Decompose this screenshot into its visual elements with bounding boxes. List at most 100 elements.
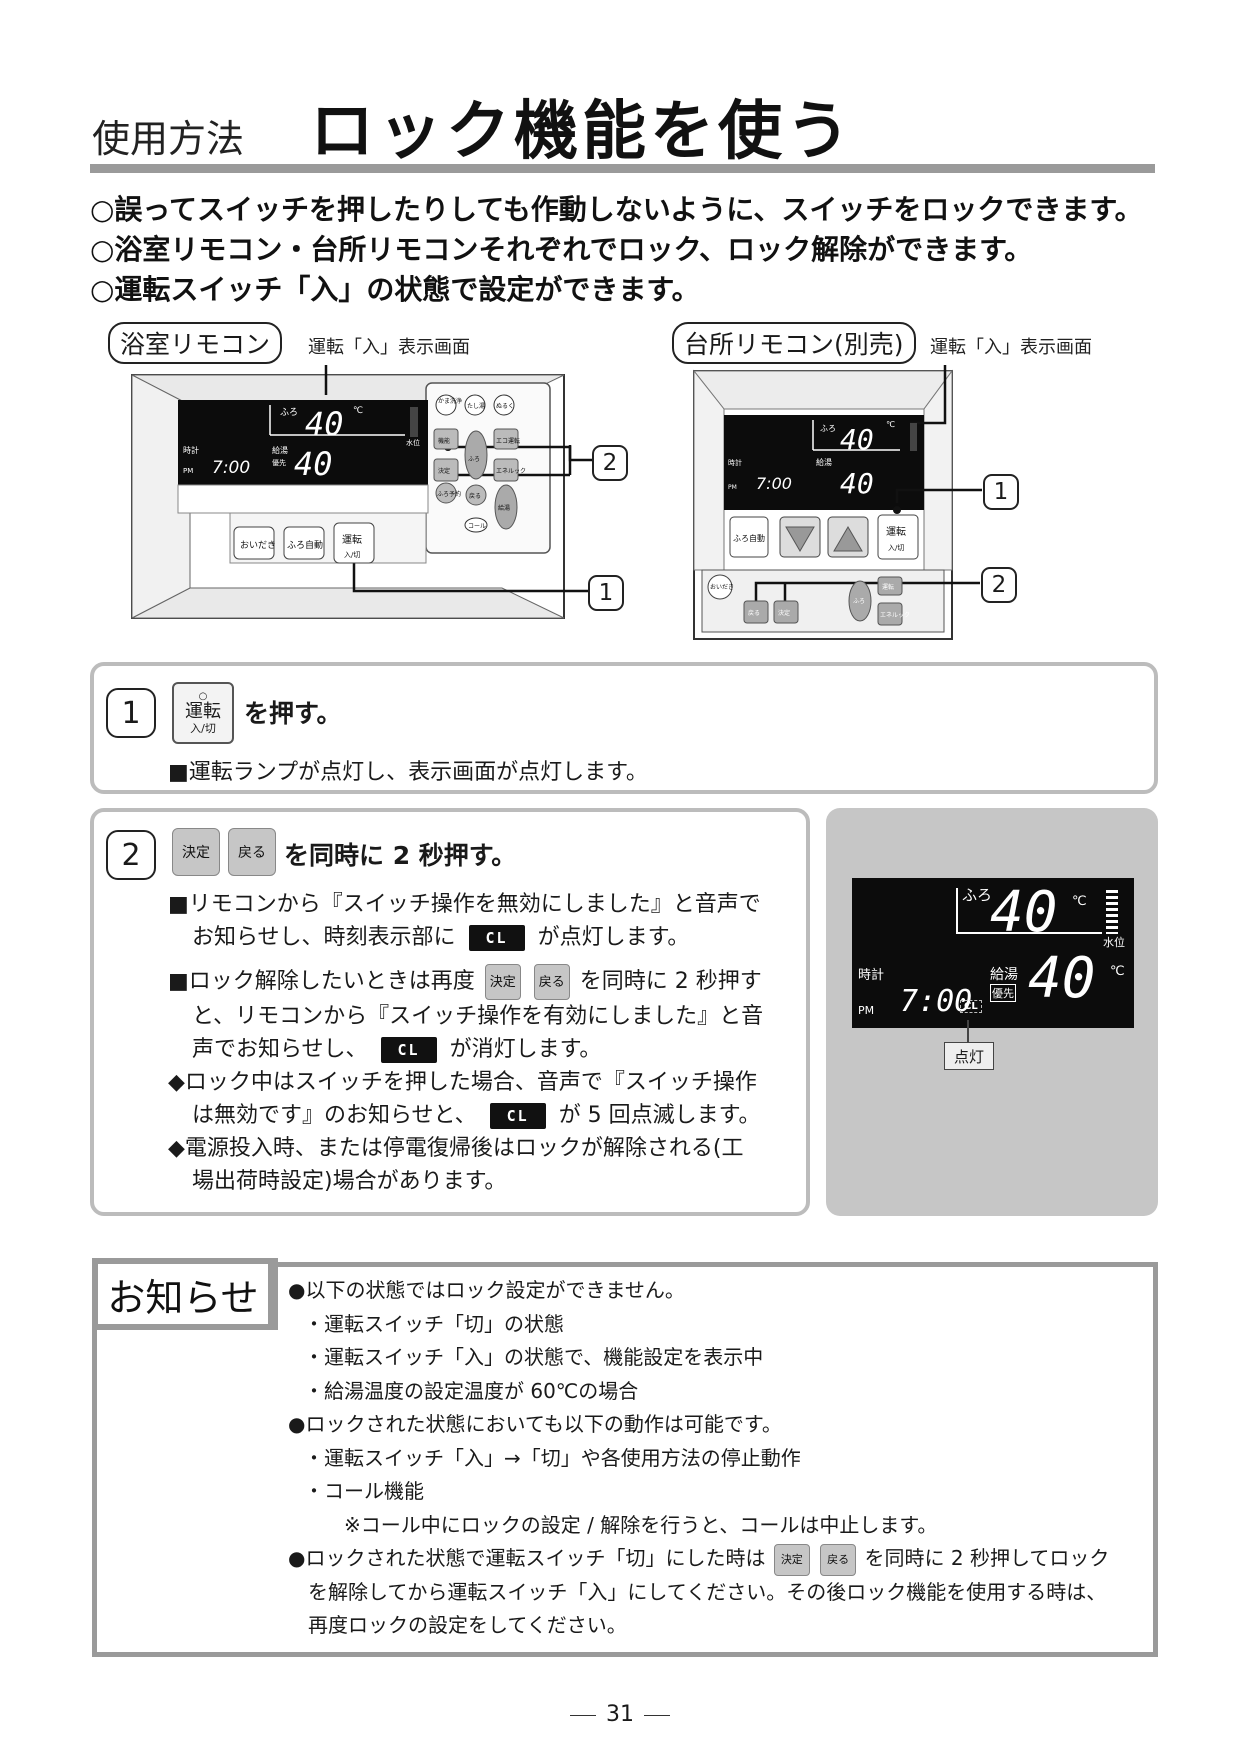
step-2-text: は無効です』のお知らせと、	[192, 1103, 477, 1128]
lcd-temp-sub: 40	[1028, 946, 1096, 1011]
step-2-line: お知らせし、時刻表示部に CL が点灯します。	[168, 921, 808, 954]
bath-lcd-yusen: 優先	[272, 458, 286, 467]
step-2-line: は無効です』のお知らせと、 CL が 5 回点滅します。	[168, 1099, 808, 1132]
kitchen-key-unten-sub: 入/切	[888, 544, 904, 552]
notice-heading: お知らせ	[92, 1258, 278, 1330]
notice-subitem: ・運転スイッチ「入」の状態で、機能設定を表示中	[304, 1345, 764, 1369]
tento-label: 点灯	[944, 1042, 994, 1070]
lcd-unit-sub: ℃	[1110, 964, 1125, 979]
title-rule	[90, 164, 1155, 173]
section-label: 使用方法	[92, 117, 245, 161]
bath-callout-num-1: 1	[588, 575, 624, 611]
intro-bullet: ○誤ってスイッチを押したりしても作動しないように、スイッチをロックできます。	[90, 193, 1143, 226]
bath-lcd-pm: PM	[183, 467, 193, 475]
intro-bullet: ○浴室リモコン・台所リモコンそれぞれでロック、ロック解除ができます。	[90, 233, 1033, 266]
step-2-details: ■リモコンから『スイッチ操作を無効にしました』と音声で お知らせし、時刻表示部に…	[168, 888, 808, 1198]
kettei-key-icon: 決定	[773, 1543, 810, 1576]
step-2-line: と、リモコンから『スイッチ操作を有効にしました』と音	[192, 1004, 764, 1029]
step-2-text: が 5 回点滅します。	[558, 1103, 761, 1128]
kitchen-key-unten2: 運転	[882, 583, 894, 591]
bath-lcd-kyuto: 給湯	[272, 445, 288, 455]
notice-text: ●ロックされた状態で運転スイッチ「切」にした時は	[288, 1546, 766, 1570]
kitchen-key-kettei: 決定	[778, 609, 790, 617]
bath-lcd-water: 水位	[406, 438, 420, 447]
bath-key-unten: 運転	[342, 534, 362, 546]
bath-lcd-time: 7:00	[212, 458, 250, 478]
bath-remote-tag: 浴室リモコン	[108, 322, 283, 364]
kitchen-lcd-furo: ふろ	[820, 424, 836, 433]
step-2-text: 声でお知らせし、	[192, 1037, 368, 1062]
kitchen-lcd-kyuto: 給湯	[816, 457, 832, 467]
kitchen-key-modoru: 戻る	[748, 609, 760, 617]
step-2-text: ■ロック解除したいときは再度	[168, 969, 475, 994]
bath-lcd-clock: 時計	[183, 445, 199, 455]
page-number: 31	[560, 1702, 680, 1727]
notice-content: ●以下の状態ではロック設定ができません。 ・運転スイッチ「切」の状態 ・運転スイ…	[288, 1274, 1109, 1643]
bath-remote-illustration: ふろ 40 ℃ 水位 時計 PM 7:00 給湯 優先 40 かま洗浄 たし湯 …	[131, 365, 592, 619]
step-2-box	[90, 808, 810, 1216]
bath-key-unten-sub: 入/切	[344, 551, 360, 559]
notice-subitem: ・給湯温度の設定温度が 60℃の場合	[304, 1378, 639, 1403]
bath-key-nuruku: ぬるく	[496, 403, 514, 410]
step-2-action: を同時に 2 秒押す。	[284, 841, 517, 870]
modoru-key-icon: 戻る	[533, 964, 570, 1000]
kitchen-lcd-temp: 40	[840, 423, 874, 456]
bath-key-furo-jido: ふろ自動	[287, 539, 323, 551]
cl-badge: CL	[380, 1037, 437, 1063]
bath-key-oidaki: おいだき	[240, 540, 276, 551]
step-2-text: お知らせし、時刻表示部に	[192, 925, 456, 950]
bath-lcd	[178, 400, 428, 485]
step-2-line: 場出荷時設定)場合があります。	[192, 1169, 507, 1194]
kitchen-callout-num-2: 2	[981, 567, 1017, 603]
step-1-number: 1	[106, 688, 156, 738]
kitchen-remote-illustration: ふろ 40 ℃ 時計 PM 7:00 給湯 40 ふろ自動 運転 入/切 おいだ…	[692, 365, 982, 640]
notice-subitem: ・運転スイッチ「切」の状態	[304, 1311, 564, 1336]
lcd-temp-main: 40	[990, 880, 1058, 945]
kitchen-remote-tag: 台所リモコン(別売)	[672, 322, 916, 364]
kettei-key-icon: 決定	[172, 828, 220, 876]
kitchen-lcd-time: 7:00	[756, 474, 792, 493]
cl-badge: CL	[489, 1103, 546, 1129]
lcd-kyuto-label: 給湯	[990, 967, 1018, 983]
step-2-text: が消灯します。	[449, 1037, 602, 1062]
bath-key-call: コール	[468, 523, 486, 530]
bath-key-modoru: 戻る	[469, 492, 481, 500]
bath-key-kyuto: 給湯	[498, 504, 510, 512]
notice-bullet: ●ロックされた状態においても以下の動作は可能です。	[288, 1412, 782, 1436]
kitchen-lcd-clock: 時計	[728, 458, 742, 467]
notice-bullet: ●以下の状態ではロック設定ができません。	[288, 1278, 685, 1302]
step-2-number: 2	[106, 830, 156, 880]
step-2-line: ■リモコンから『スイッチ操作を無効にしました』と音声で	[168, 892, 761, 917]
kitchen-callout-num-1: 1	[983, 474, 1019, 510]
lcd-water-level: 水位	[1103, 936, 1125, 949]
lcd-display: ふろ 40 ℃ 水位 時計 PM 7:00 CL 給湯 優先 40 ℃	[852, 878, 1134, 1028]
bath-key-kama: かま洗浄	[438, 397, 462, 405]
bath-lcd-temp: 40	[305, 405, 344, 443]
intro-bullet: ○運転スイッチ「入」の状態で設定ができます。	[90, 273, 700, 306]
tento-pointer	[967, 1020, 969, 1042]
kitchen-key-furo-jido: ふろ自動	[733, 533, 765, 543]
notice-bullet: ●ロックされた状態で運転スイッチ「切」にした時は 決定 戻る を同時に 2 秒押…	[288, 1542, 1109, 1576]
step-1-box	[90, 662, 1158, 794]
bath-key-kettei: 決定	[438, 467, 450, 475]
kettei-key-icon: 決定	[484, 964, 521, 1000]
step-2-text: が点灯します。	[537, 925, 690, 950]
step-2-line: ◆電源投入時、または停電復帰後はロックが解除される(工	[168, 1136, 744, 1161]
unten-key-label: 運転	[185, 700, 221, 722]
notice-line: を解除してから運転スイッチ「入」にしてください。その後ロック機能を使用する時は、	[308, 1579, 1107, 1604]
bath-lcd-furo: ふろ	[280, 407, 298, 418]
lcd-cl: CL	[960, 1000, 982, 1013]
bath-callout-label: 運転「入」表示画面	[308, 337, 470, 358]
kitchen-key-oidaki: おいだき	[710, 584, 734, 591]
kitchen-callout-label: 運転「入」表示画面	[930, 337, 1092, 358]
lcd-furo-label: ふろ	[962, 886, 993, 904]
kitchen-key-furo: ふろ	[853, 598, 865, 605]
notice-line: 再度ロックの設定をしてください。	[308, 1613, 627, 1637]
bath-key-ene: エネルック	[496, 468, 526, 475]
lcd-yusen-label: 優先	[990, 984, 1016, 1002]
notice-text: を同時に 2 秒押してロック	[864, 1546, 1110, 1570]
bath-key-tashiyu: たし湯	[467, 402, 485, 410]
bath-key-furo-yoyaku: ふろ予約	[437, 490, 461, 498]
lcd-pm: PM	[858, 1004, 875, 1017]
notice-remark: ※コール中にロックの設定 / 解除を行うと、コールは中止します。	[344, 1512, 938, 1537]
